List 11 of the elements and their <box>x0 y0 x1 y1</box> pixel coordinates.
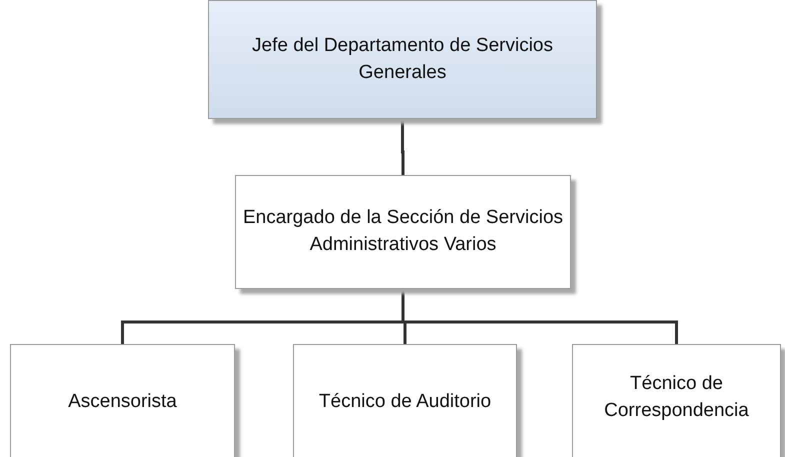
position-title: Jefe del Departamento de Servicios Generales <box>251 34 554 84</box>
org-chart-box <box>572 344 781 457</box>
connector-line <box>401 119 404 175</box>
position-title: Técnico de Correspondencia <box>603 372 750 423</box>
position-title: Técnico de Auditorio <box>318 390 492 414</box>
org-chart-box <box>10 344 235 457</box>
org-chart-box <box>293 344 517 457</box>
position-title: Encargado de la Sección de Servicios Administrativos Varios <box>242 206 564 257</box>
org-chart-box <box>235 175 571 289</box>
position-title: Ascensorista <box>68 390 177 414</box>
org-chart-box <box>208 0 597 119</box>
